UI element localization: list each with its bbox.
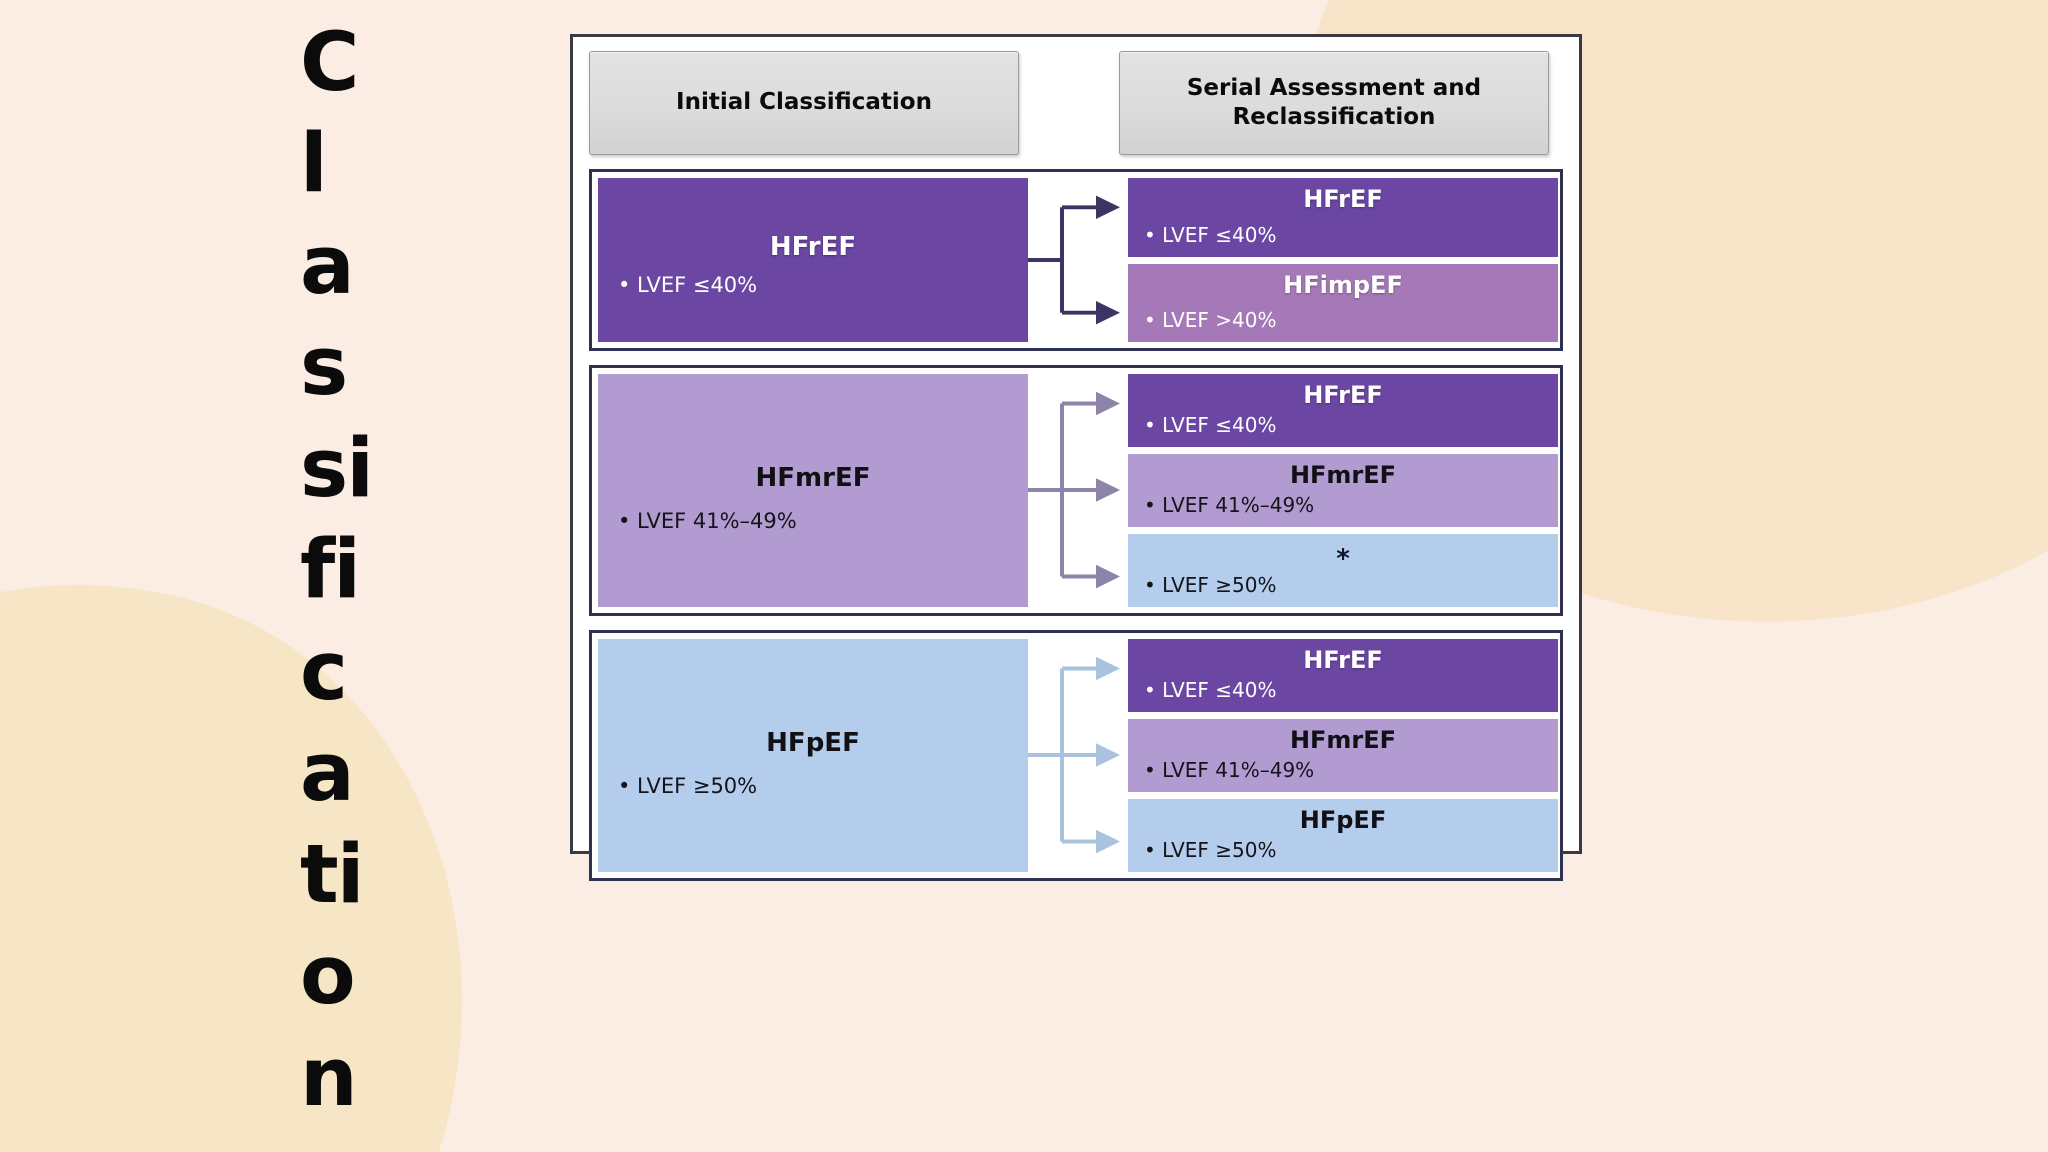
reclass-box-subtitle: • LVEF ≤40% <box>1144 678 1277 702</box>
reclass-box-title: HFpEF <box>1299 806 1387 834</box>
branch-arrow-icon <box>1028 391 1120 589</box>
initial-classification-header: Initial Classification <box>589 51 1019 155</box>
title-char: C <box>300 16 359 110</box>
reclass-stack-hfref: HFrEF • LVEF ≤40% HFimpEF • LVEF >40% <box>1128 178 1558 342</box>
vertical-page-title: C l a s si fi c a ti o n <box>278 16 408 1125</box>
initial-box-hfpef: HFpEF • LVEF ≥50% <box>598 639 1028 872</box>
header-right-column: Serial Assessment and Reclassification <box>1119 51 1549 155</box>
reclass-box-hfpef: HFpEF • LVEF ≥50% <box>1128 799 1558 872</box>
reclass-box-subtitle: • LVEF ≥50% <box>1144 838 1277 862</box>
reclass-box-hfimpef: HFimpEF • LVEF >40% <box>1128 263 1558 342</box>
connector-arrows-hfref <box>1028 178 1128 342</box>
reclass-box-subtitle: • LVEF ≤40% <box>1144 222 1277 247</box>
title-char: si <box>300 421 374 516</box>
title-char: ti <box>300 827 364 922</box>
initial-box-hfref: HFrEF • LVEF ≤40% <box>598 178 1028 342</box>
initial-box-subtitle: • LVEF ≥50% <box>618 774 758 799</box>
reclass-box-asterisk: * • LVEF ≥50% <box>1128 534 1558 607</box>
initial-box-subtitle: • LVEF 41%–49% <box>618 509 797 534</box>
reclass-box-subtitle: • LVEF >40% <box>1144 308 1277 332</box>
initial-box-subtitle: • LVEF ≤40% <box>618 273 758 298</box>
branch-arrow-icon <box>1028 195 1120 325</box>
reclass-box-subtitle: • LVEF 41%–49% <box>1144 758 1315 782</box>
reclass-stack-hfmref: HFrEF • LVEF ≤40% HFmrEF • LVEF 41%–49% … <box>1128 374 1558 607</box>
classification-row-hfpef: HFpEF • LVEF ≥50% HFrEF • LVEF ≤40% <box>589 630 1563 881</box>
reclass-box-hfref: HFrEF • LVEF ≤40% <box>1128 374 1558 447</box>
title-char: o <box>300 929 356 1024</box>
branch-arrow-icon <box>1028 656 1120 854</box>
title-char: s <box>300 320 348 415</box>
reclass-box-hfmref: HFmrEF • LVEF 41%–49% <box>1128 454 1558 527</box>
initial-box-title: HFmrEF <box>755 462 871 493</box>
connector-arrows-hfmref <box>1028 374 1128 607</box>
reclass-box-title: HFrEF <box>1303 646 1383 674</box>
reclass-box-title: HFimpEF <box>1283 270 1403 299</box>
initial-box-title: HFpEF <box>766 727 860 758</box>
title-char: n <box>300 1030 358 1125</box>
classification-row-hfref: HFrEF • LVEF ≤40% HFrEF • LVEF ≤40% <box>589 169 1563 351</box>
title-char: l <box>300 117 328 212</box>
serial-assessment-header: Serial Assessment and Reclassification <box>1119 51 1549 155</box>
reclass-stack-hfpef: HFrEF • LVEF ≤40% HFmrEF • LVEF 41%–49% … <box>1128 639 1558 872</box>
title-char: a <box>300 726 355 821</box>
reclass-box-title: HFmrEF <box>1289 461 1397 489</box>
title-char: c <box>300 624 348 719</box>
reclass-box-subtitle: • LVEF 41%–49% <box>1144 493 1315 517</box>
reclass-box-hfmref: HFmrEF • LVEF 41%–49% <box>1128 719 1558 792</box>
initial-box-title: HFrEF <box>769 232 857 262</box>
initial-box-hfmref: HFmrEF • LVEF 41%–49% <box>598 374 1028 607</box>
reclass-box-subtitle: • LVEF ≤40% <box>1144 413 1277 437</box>
reclass-box-title: HFmrEF <box>1289 726 1397 754</box>
title-char: a <box>300 218 355 313</box>
reclass-box-subtitle: • LVEF ≥50% <box>1144 573 1277 597</box>
asterisk-footnote-marker: * <box>1336 544 1350 574</box>
classification-figure-card: Initial Classification Serial Assessment… <box>570 34 1582 881</box>
classification-row-hfmref: HFmrEF • LVEF 41%–49% HFrEF • LVEF ≤4 <box>589 365 1563 616</box>
reclass-box-hfref: HFrEF • LVEF ≤40% <box>1128 639 1558 712</box>
figure-header-row: Initial Classification Serial Assessment… <box>589 51 1563 155</box>
header-left-column: Initial Classification <box>589 51 1019 155</box>
reclass-box-title: HFrEF <box>1303 381 1383 409</box>
connector-arrows-hfpef <box>1028 639 1128 872</box>
reclass-box-hfref: HFrEF • LVEF ≤40% <box>1128 178 1558 257</box>
title-char: fi <box>300 523 361 618</box>
reclass-box-title: HFrEF <box>1303 185 1383 213</box>
